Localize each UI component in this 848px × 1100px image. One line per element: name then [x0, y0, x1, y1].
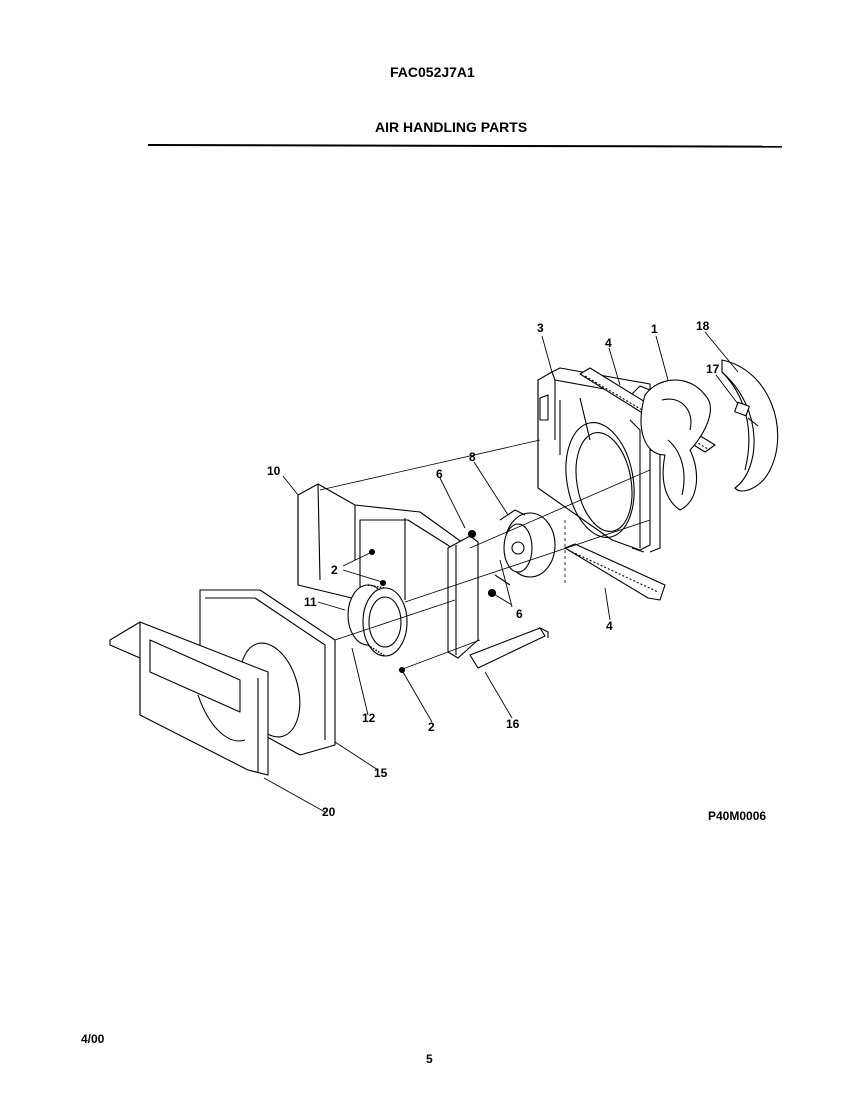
partition-plate-part-6 [447, 535, 479, 659]
front-grille-part-20 [109, 621, 269, 776]
callout-1: 1 [651, 322, 658, 336]
callout-6-upper: 6 [436, 467, 443, 481]
blower-wheel-part-11 [347, 584, 408, 657]
callout-2-lower: 2 [428, 720, 435, 734]
bracket-part-17 [734, 401, 759, 427]
callout-2-upper: 2 [331, 563, 338, 577]
callout-6-lower: 6 [516, 607, 523, 621]
callout-12: 12 [362, 711, 376, 725]
callout-4-upper: 4 [605, 336, 612, 350]
callout-11: 11 [304, 595, 317, 609]
leader-lines [263, 331, 739, 813]
fan-shroud-part-3 [537, 367, 661, 553]
assembly-lines [319, 439, 651, 671]
drawing-code: P40M0006 [708, 809, 767, 823]
callout-3: 3 [537, 321, 544, 335]
callout-17: 17 [706, 362, 720, 376]
callout-20: 20 [322, 805, 336, 819]
fan-motor-part-8 [494, 509, 556, 586]
callout-8: 8 [469, 450, 476, 464]
callout-18: 18 [696, 319, 710, 333]
fan-blade-part-1 [640, 379, 711, 511]
seal-strip-lower-part-4 [564, 543, 666, 601]
callout-16: 16 [506, 717, 520, 731]
page-title: AIR HANDLING PARTS [375, 119, 528, 135]
model-number: FAC052J7A1 [390, 64, 475, 80]
page-number: 5 [426, 1052, 433, 1066]
revision-date: 4/00 [81, 1032, 105, 1046]
motor-cover-part-18 [721, 359, 779, 492]
callout-4-lower: 4 [606, 619, 613, 633]
callout-15: 15 [374, 766, 388, 780]
callout-10: 10 [267, 464, 281, 478]
base-strip-part-16 [469, 627, 549, 669]
